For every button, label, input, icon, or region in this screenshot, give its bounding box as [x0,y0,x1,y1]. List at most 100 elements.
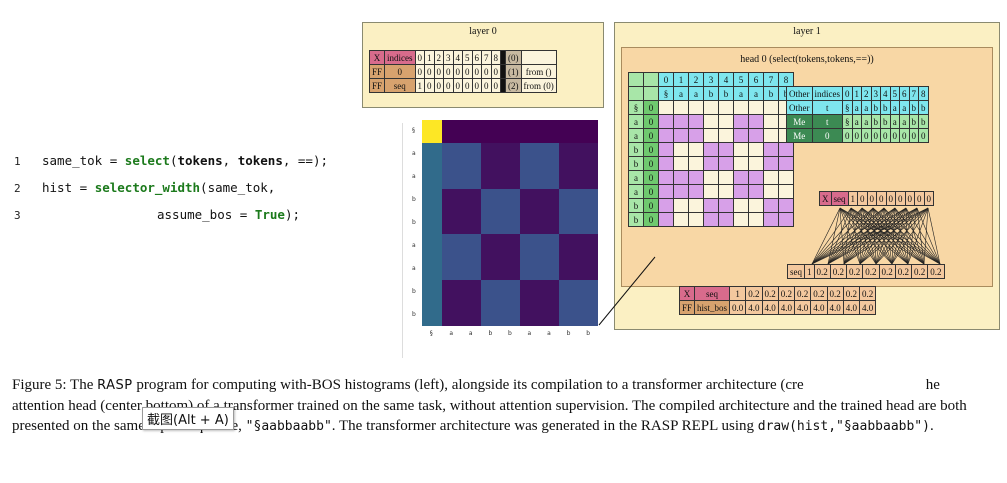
heatmap-cell [519,257,540,281]
heatmap-cell [441,257,462,281]
table-cell: 4.0 [826,300,844,315]
wire [859,207,929,265]
wire [827,207,907,265]
wire [872,207,877,265]
table-cell: 2 [433,50,444,65]
heatmap-cell [441,120,462,144]
table-cell: a [899,100,910,115]
selector-cell [658,170,674,185]
wire [916,207,941,265]
table-cell: 0 [414,64,425,79]
table-cell: 0 [895,191,906,206]
table-cell: b [918,100,929,115]
heatmap-cell [578,211,599,235]
table-cell: 0 [643,212,659,227]
table-cell: FF [368,64,386,79]
heatmap-cell [500,280,521,304]
layer-0-title: layer 0 [469,26,497,37]
table-cell: 0 [643,198,659,213]
heatmap-cell [461,303,482,327]
heatmap-cell [558,303,579,327]
selector-cell [703,142,719,157]
table-cell: a [628,128,644,143]
table-cell: 0.2 [813,264,831,279]
wire [839,207,877,265]
selector-cell [718,100,734,115]
table-cell: b [628,212,644,227]
heatmap-cell [539,303,560,327]
wire [891,207,918,265]
heatmap-cell [578,165,599,190]
selector-cell [733,114,749,129]
table-cell: 0 [443,78,454,93]
heatmap-cell [461,234,482,258]
table-cell: 4.0 [777,300,796,315]
heatmap-cell [480,257,501,281]
heatmap-x-tick: b [488,330,493,337]
heatmap-x-tick: b [508,330,512,337]
table-cell: from (0) [520,78,557,93]
selector-cell [748,184,764,199]
wire [850,207,893,265]
table-cell: 0 [923,191,934,206]
selector-cell [733,156,749,171]
table-cell: 0.2 [927,264,945,279]
heatmap-cell [480,303,501,327]
wire [850,207,909,265]
selector-cell [763,184,779,199]
heatmap-x-tick: a [547,330,551,337]
table-cell: 0 [643,184,659,199]
wire [875,207,907,265]
selector-cell [748,170,764,185]
figure-caption: Figure 5: The RASP program for computing… [12,377,967,434]
heatmap-x-tick: a [527,330,532,337]
table-cell: 8 [778,72,794,87]
table-cell: a [899,114,910,129]
table-cell [520,50,557,65]
table-cell: 0 [490,78,501,93]
table-cell: Other [786,100,813,115]
heatmap-cell [539,142,560,167]
table-cell: Me [786,128,813,143]
table-cell: 0 [889,128,900,143]
wire [843,207,929,265]
heatmap-cell [539,211,560,235]
heatmap-cell [480,188,501,213]
heatmap-y-tick: a [412,264,416,272]
selector-cell [763,212,779,227]
selector-cell [673,156,689,171]
selector-cell [688,142,704,157]
table-cell: 0 [811,128,843,143]
selector-cell [733,198,749,213]
heatmap-y-tick: a [412,173,416,181]
heatmap-cell [461,211,482,235]
heatmap-cell [500,188,521,213]
table-cell: seq [384,78,416,93]
table-cell: 0.2 [859,286,877,301]
heatmap-cell [500,120,521,144]
heatmap-cell [461,280,482,304]
selector-cell [703,100,719,115]
selector-cell [703,128,719,143]
heatmap-cell [441,142,462,167]
heatmap-cell [500,303,521,327]
heatmap-cell [500,142,521,167]
selector-cell [673,100,689,115]
heatmap-cell [461,120,482,144]
heatmap-cell [519,303,540,327]
table-cell: 0.2 [842,286,861,301]
table-cell: 0 [842,128,853,143]
table-cell: 0 [842,86,853,101]
table-cell: a [628,114,644,129]
table-cell: a [889,114,900,129]
